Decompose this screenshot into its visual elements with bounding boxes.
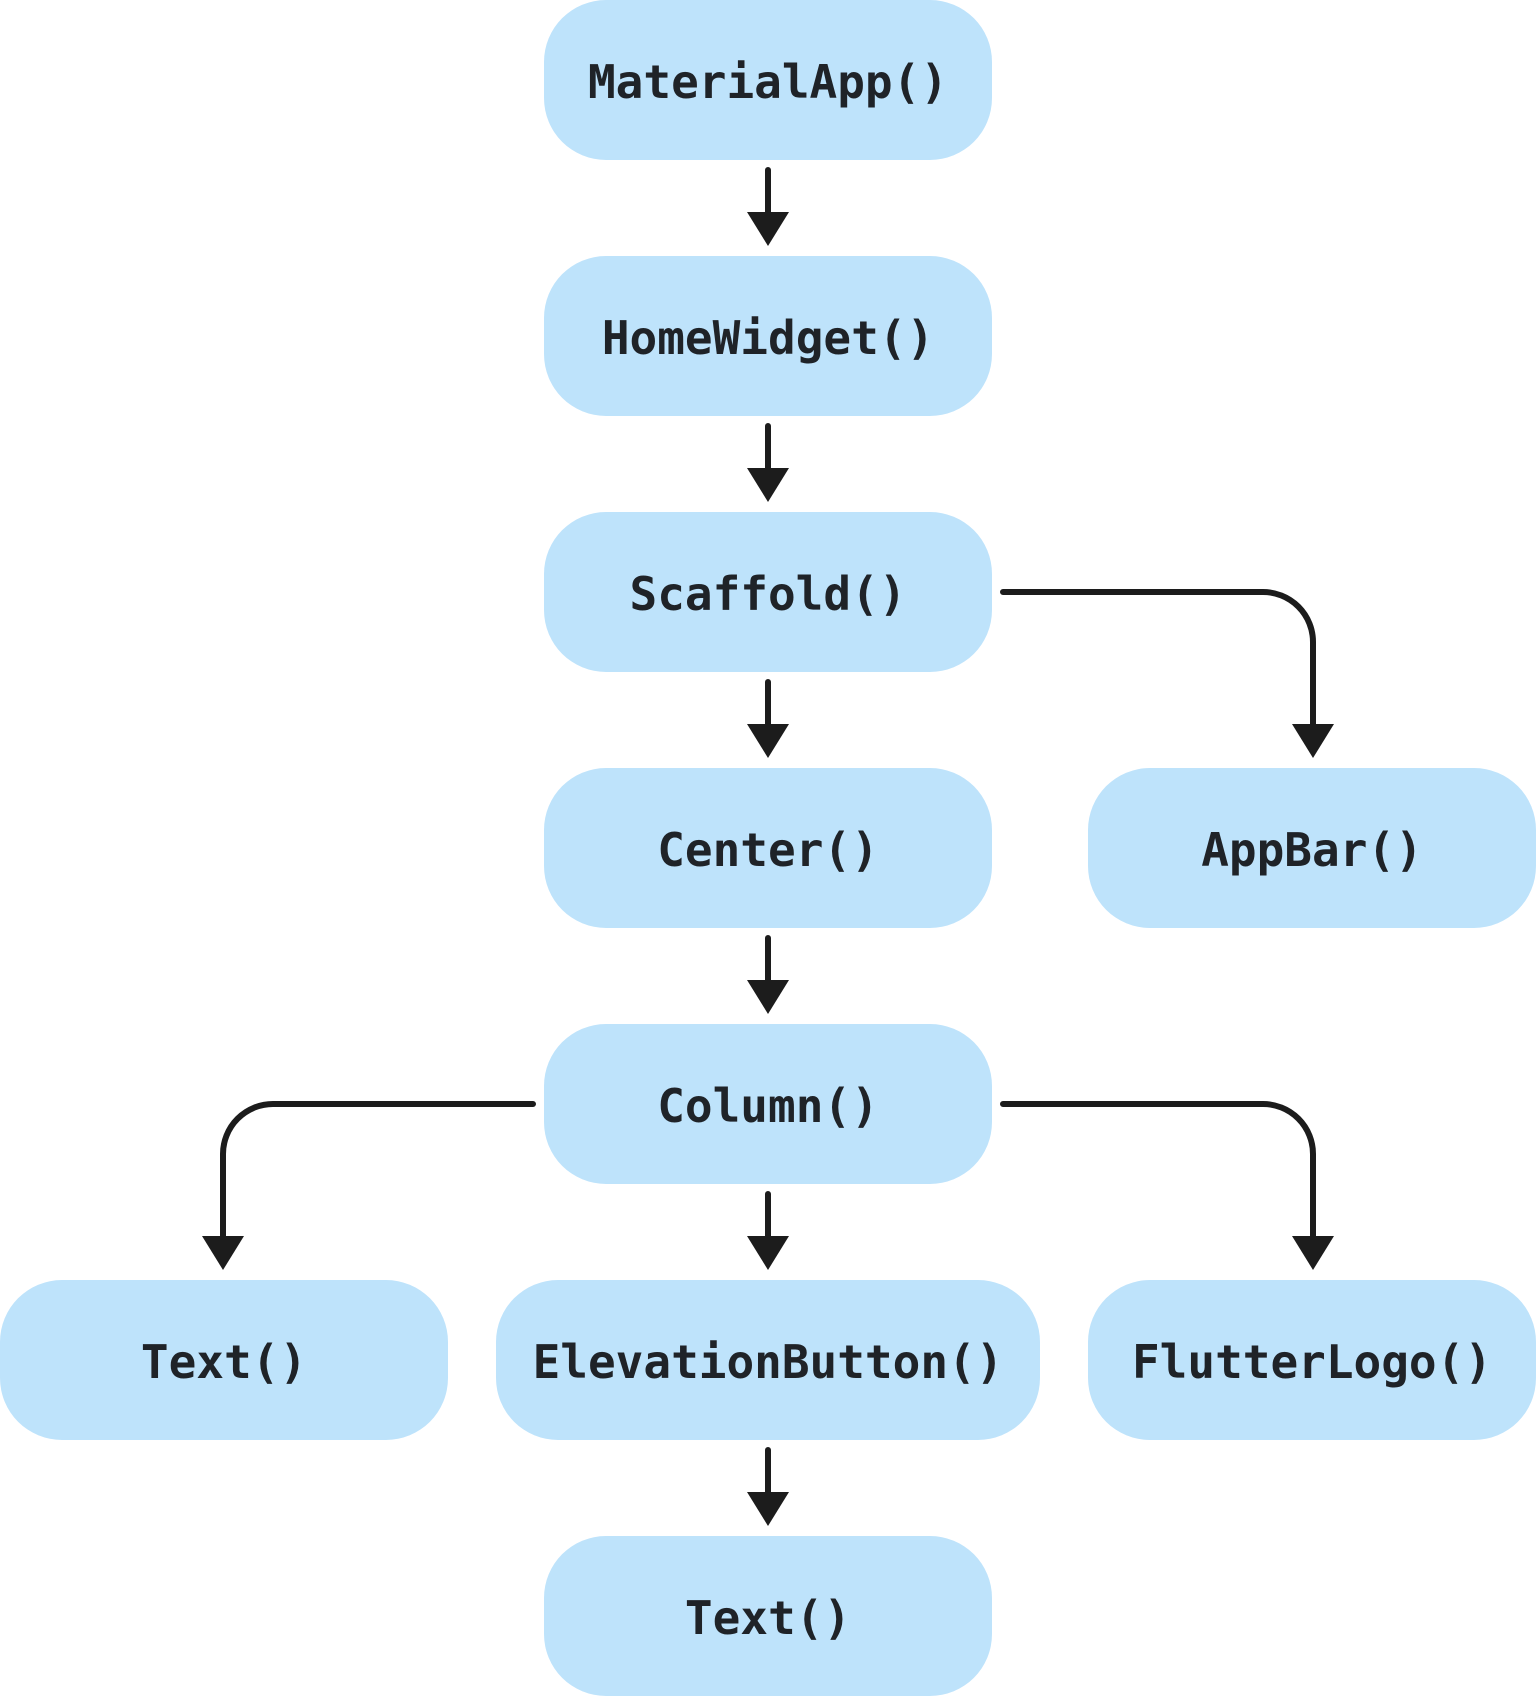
- edge-scaffold-to-appbar: [1000, 589, 1334, 758]
- edge-column-to-elevation-button: [747, 1191, 789, 1270]
- node-column: Column(): [544, 1024, 992, 1184]
- node-flutter-logo-label: FlutterLogo(): [1132, 1335, 1492, 1389]
- node-text-left-label: Text(): [141, 1335, 307, 1389]
- edge-elevation-button-to-text-bottom: [747, 1447, 789, 1526]
- node-elevation-button: ElevationButton(): [496, 1280, 1040, 1440]
- edge-column-to-flutter-logo: [1000, 1101, 1334, 1270]
- node-appbar-label: AppBar(): [1201, 823, 1423, 877]
- node-text-bottom: Text(): [544, 1536, 992, 1696]
- node-materialapp-label: MaterialApp(): [588, 55, 948, 109]
- node-flutter-logo: FlutterLogo(): [1088, 1280, 1536, 1440]
- edge-column-to-text-left: [202, 1101, 536, 1270]
- node-center: Center(): [544, 768, 992, 928]
- edges: [202, 167, 1334, 1526]
- node-materialapp: MaterialApp(): [544, 0, 992, 160]
- node-center-label: Center(): [657, 823, 879, 877]
- node-appbar: AppBar(): [1088, 768, 1536, 928]
- node-text-bottom-label: Text(): [685, 1591, 851, 1645]
- node-homewidget: HomeWidget(): [544, 256, 992, 416]
- node-scaffold-label: Scaffold(): [630, 567, 907, 621]
- edge-center-to-column: [747, 935, 789, 1014]
- node-elevation-button-label: ElevationButton(): [533, 1335, 1004, 1389]
- edge-homewidget-to-scaffold: [747, 423, 789, 502]
- node-text-left: Text(): [0, 1280, 448, 1440]
- edge-materialapp-to-homewidget: [747, 167, 789, 246]
- node-scaffold: Scaffold(): [544, 512, 992, 672]
- edge-scaffold-to-center: [747, 679, 789, 758]
- node-column-label: Column(): [657, 1079, 879, 1133]
- node-homewidget-label: HomeWidget(): [602, 311, 934, 365]
